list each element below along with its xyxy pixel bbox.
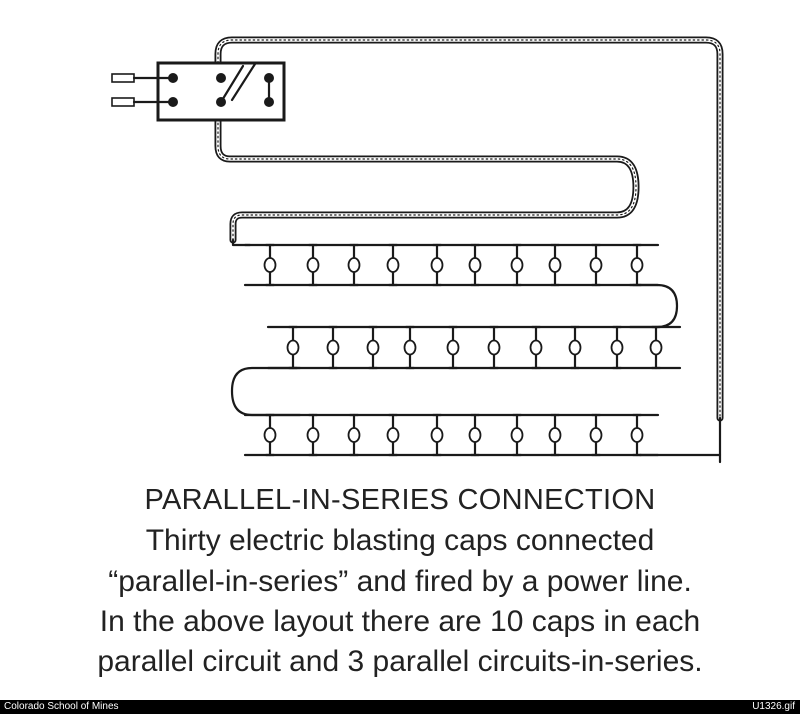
lead-wire-2-tip xyxy=(111,97,135,107)
blasting-cap-icon xyxy=(487,339,501,356)
switch-blade-1 xyxy=(219,64,245,104)
blasting-cap-icon xyxy=(630,257,644,273)
footer-file: U1326.gif xyxy=(752,701,795,712)
blasting-cap-icon xyxy=(306,427,320,443)
parallel-circuits xyxy=(230,238,722,457)
blasting-cap-icon xyxy=(589,257,603,273)
blasting-cap-icon xyxy=(347,257,361,273)
blasting-cap-icon xyxy=(468,427,482,443)
lead-wire-1-tip xyxy=(111,73,135,83)
blasting-cap-icon xyxy=(568,339,582,356)
blasting-cap-icon xyxy=(366,339,380,356)
switch-terminal xyxy=(168,73,178,83)
switch-blade-2 xyxy=(230,62,257,102)
power-line-icon xyxy=(214,36,724,464)
blasting-cap-icon xyxy=(548,427,562,443)
blasting-cap-icon xyxy=(548,257,562,273)
diagram-title: PARALLEL-IN-SERIES CONNECTION xyxy=(144,484,656,516)
series-loop-right xyxy=(628,283,679,329)
feed-connection xyxy=(231,238,252,247)
switch-box-icon xyxy=(111,61,286,122)
switch-terminal xyxy=(168,97,178,107)
blasting-cap-icon xyxy=(347,427,361,443)
footer-source: Colorado School of Mines xyxy=(4,701,119,712)
blasting-cap-icon xyxy=(263,427,277,443)
blasting-cap-icon xyxy=(589,427,603,443)
blasting-cap-icon xyxy=(403,339,417,356)
blasting-cap-icon xyxy=(468,257,482,273)
blasting-cap-icon xyxy=(446,339,460,356)
caption-line-1: Thirty electric blasting caps connected xyxy=(145,524,655,557)
blasting-cap-icon xyxy=(386,257,400,273)
parallel-circuit-2 xyxy=(266,325,682,370)
blasting-cap-icon xyxy=(430,427,444,443)
parallel-circuit-3 xyxy=(243,413,660,457)
footer-bar: Colorado School of Mines U1326.gif xyxy=(0,700,800,714)
wiring-diagram xyxy=(111,36,724,464)
parallel-circuit-1 xyxy=(243,243,660,287)
blasting-cap-icon xyxy=(263,257,277,273)
blasting-cap-icon xyxy=(386,427,400,443)
switch-terminal xyxy=(216,73,226,83)
blasting-cap-icon xyxy=(610,339,624,356)
blasting-cap-icon xyxy=(430,257,444,273)
caption-line-2: “parallel-in-series” and fired by a powe… xyxy=(108,565,692,598)
blasting-cap-icon xyxy=(649,339,663,356)
blasting-cap-icon xyxy=(326,339,340,356)
blasting-cap-icon xyxy=(510,427,524,443)
blasting-cap-icon xyxy=(630,427,644,443)
caption-line-3: In the above layout there are 10 caps in… xyxy=(99,605,701,638)
caption-line-4: parallel circuit and 3 parallel circuits… xyxy=(97,645,703,678)
blasting-cap-icon xyxy=(306,257,320,273)
series-loop-left xyxy=(230,366,302,417)
blasting-cap-icon xyxy=(510,257,524,273)
blasting-cap-icon xyxy=(529,339,543,356)
switch-box xyxy=(156,61,286,122)
blasting-cap-icon xyxy=(286,339,300,356)
power-line-hatching xyxy=(217,39,721,419)
